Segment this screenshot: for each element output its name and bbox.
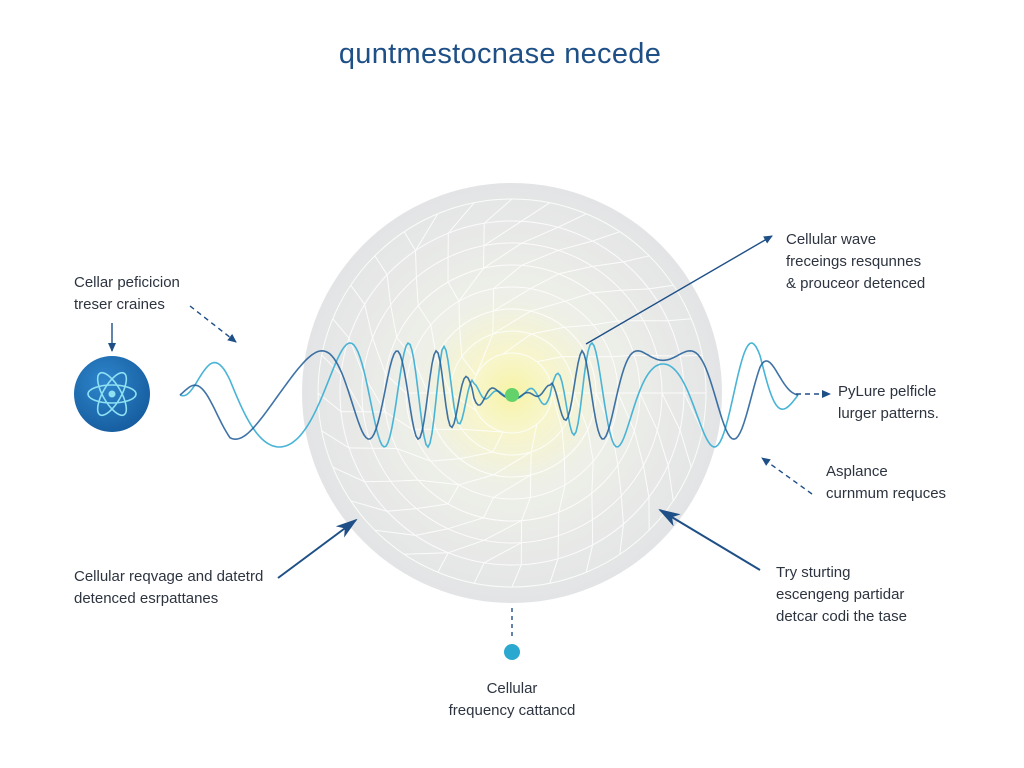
bottom-left-arrow bbox=[277, 518, 358, 579]
label-line: Asplance bbox=[826, 463, 888, 480]
label-bottom-left: Cellular reqvage and datetrd detenced es… bbox=[74, 566, 263, 610]
label-line: detcar codi the tase bbox=[776, 608, 907, 625]
label-right-lower: Asplance curnmum requces bbox=[826, 461, 946, 505]
label-line: detenced esrpattanes bbox=[74, 590, 219, 607]
label-line: Cellular bbox=[486, 680, 538, 697]
label-top-right: Cellular wave freceings resqunnes & prou… bbox=[786, 229, 925, 295]
label-line: curnmum requces bbox=[826, 485, 947, 502]
connectors bbox=[108, 235, 831, 640]
label-bottom-right: Try sturting escengeng partidar detcar c… bbox=[776, 562, 907, 628]
label-line: frequency cattancd bbox=[448, 702, 576, 719]
label-line: Cellar peficicion bbox=[74, 274, 180, 291]
label-line: treser craines bbox=[74, 296, 165, 313]
center-node bbox=[505, 388, 519, 402]
label-bottom-center: Cellular frequency cattancd bbox=[412, 678, 612, 722]
top-left-arrow bbox=[189, 305, 237, 343]
label-line: escengeng partidar bbox=[776, 586, 905, 603]
label-top-left: Cellar peficicion treser craines bbox=[74, 272, 180, 316]
label-line: lurger patterns. bbox=[838, 405, 939, 422]
label-line: Cellular reqvage and datetrd bbox=[74, 568, 264, 585]
label-mid-right: PyLure pelficle lurger patterns. bbox=[838, 381, 939, 425]
label-line: PyLure pelficle bbox=[838, 383, 937, 400]
label-line: Cellular wave bbox=[786, 231, 877, 248]
bottom-node bbox=[504, 644, 520, 660]
waveforms bbox=[179, 341, 799, 449]
label-line: freceings resqunnes bbox=[786, 253, 922, 270]
diagram-title: quntmestocnase necede bbox=[338, 38, 662, 70]
top-right-arrow bbox=[585, 235, 773, 345]
right-lower-arrow bbox=[761, 457, 813, 495]
label-line: Try sturting bbox=[776, 564, 851, 581]
label-line: & prouceor detenced bbox=[786, 275, 926, 292]
bottom-right-arrow bbox=[658, 508, 761, 571]
atom-icon bbox=[74, 356, 150, 432]
